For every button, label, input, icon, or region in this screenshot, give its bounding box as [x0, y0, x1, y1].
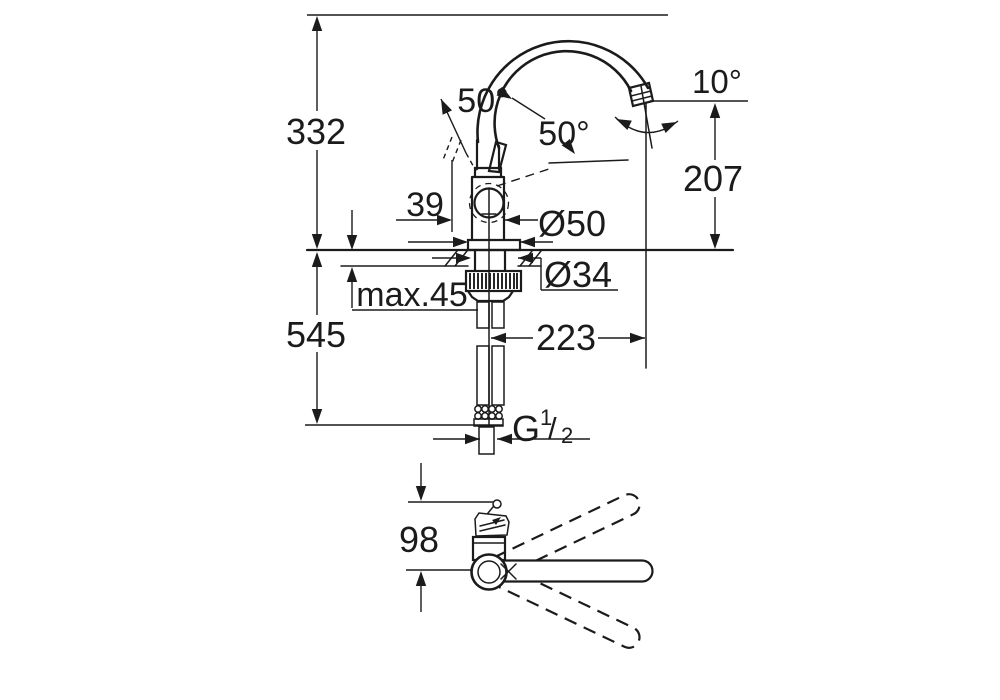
- handle-plan-mark: [492, 517, 501, 525]
- dim-spout-tilt: 10°: [614, 63, 748, 134]
- dim-arrow: [709, 103, 721, 118]
- base-flange: [466, 238, 522, 252]
- dim-arrow: [311, 409, 323, 424]
- dim-label-outlet-height: 207: [683, 158, 743, 199]
- dim-arrow: [311, 16, 323, 31]
- dim-arrow: [311, 252, 323, 267]
- dim-spout-reach: 223: [491, 317, 645, 358]
- dim-label-swivel-body-depth: 98: [399, 519, 439, 560]
- dim-arrow: [415, 571, 427, 586]
- dim-outlet-height: 207: [683, 103, 743, 249]
- handle-swivel-dashed-line: [496, 168, 550, 187]
- dim-arrow: [518, 252, 533, 264]
- dim-label-overall-height: 332: [286, 111, 346, 152]
- hose-left-lower: [476, 345, 490, 406]
- dim-arrow: [630, 332, 645, 344]
- hose-right-lower: [491, 345, 505, 406]
- dim-label-base-diameter: Ø50: [538, 203, 606, 244]
- dim-label-handle-offset: 39: [406, 186, 444, 224]
- faucet-body: [470, 166, 506, 242]
- dim-arrow: [456, 252, 471, 264]
- dim-label-max-deck: max.45: [356, 276, 468, 314]
- dim-arrow: [496, 86, 512, 99]
- ball-joint-dashed-ring: [468, 182, 510, 224]
- dim-handle-offset-and-base-dia: 39 Ø50: [396, 160, 606, 244]
- dim-hose-length: 545: [286, 252, 503, 426]
- hose-end-fittings: [473, 405, 504, 427]
- dim-label-handle-angle-b: 50°: [538, 115, 589, 153]
- swivel-base-outer: [470, 553, 508, 591]
- dim-max-deck-thickness: max.45: [346, 210, 478, 314]
- dim-arrow: [491, 332, 506, 344]
- thread-slash: /: [548, 411, 557, 446]
- pivot-cross-mark: [500, 563, 517, 580]
- dim-label-handle-angle-a: 50°: [457, 82, 508, 120]
- swivel-arm-upper-dashed: [493, 493, 641, 578]
- dim-arrow: [437, 214, 452, 226]
- dim-arrow: [346, 235, 358, 250]
- dim-label-spout-reach: 223: [536, 317, 596, 358]
- mounting-nut: [464, 269, 523, 293]
- dim-thread-size: G 1 / 2: [433, 405, 590, 449]
- dim-overall-height: 332: [286, 16, 346, 249]
- swivel-base-inner: [477, 560, 501, 584]
- dim-flange-row: [408, 236, 553, 248]
- dim-arrow: [505, 214, 520, 226]
- dim-arrow: [453, 236, 468, 248]
- handle-tip-tick: [487, 506, 494, 514]
- nut-taper: [466, 289, 515, 303]
- dim-arrow: [561, 138, 575, 154]
- dim-arrow: [346, 267, 358, 282]
- hose-left-upper: [476, 301, 490, 329]
- handle-lever: [487, 140, 508, 174]
- hose-right-upper: [491, 301, 505, 329]
- dim-arrow: [311, 234, 323, 249]
- dim-arrow: [616, 119, 632, 131]
- dim-swivel-body-depth: 98: [399, 463, 493, 612]
- dim-arrow: [709, 234, 721, 249]
- dim-arrow: [661, 122, 677, 134]
- front-view: [305, 39, 735, 455]
- top-view: 98: [399, 463, 654, 649]
- dim-label-spout-tilt: 10°: [692, 63, 742, 100]
- handle-plan-outline: [474, 512, 510, 537]
- dimensions-front: 332 545 max.45 39 Ø50: [286, 14, 748, 449]
- thread-numerator: 1: [540, 405, 552, 430]
- dim-arrow: [497, 433, 512, 445]
- spout-outer-arc: [476, 39, 650, 144]
- dim-arrow: [415, 486, 427, 501]
- dim-arrow: [465, 433, 480, 445]
- swivel-arm-lower-dashed: [493, 564, 641, 649]
- dim-hole-diameter: Ø34: [432, 252, 618, 295]
- dim-label-hole-diameter: Ø34: [544, 254, 612, 295]
- thread-letter: G: [512, 408, 540, 449]
- thread-denominator: 2: [561, 423, 573, 448]
- dim-arrow: [520, 236, 535, 248]
- handle-tip-plan: [492, 499, 502, 509]
- spout-nozzle-aerator-lines: [630, 90, 653, 102]
- dim-handle-angles: 50° 50°: [440, 82, 629, 187]
- spout-inner-arc: [493, 49, 633, 150]
- dim-label-hose-length: 545: [286, 314, 346, 355]
- spout-arm-plan: [491, 559, 654, 583]
- connection-pipe-g-half: [478, 426, 495, 455]
- spout-riser: [475, 138, 501, 171]
- dim-arrow: [441, 99, 453, 115]
- threaded-shank: [473, 248, 507, 273]
- nut-knurling: [469, 273, 518, 289]
